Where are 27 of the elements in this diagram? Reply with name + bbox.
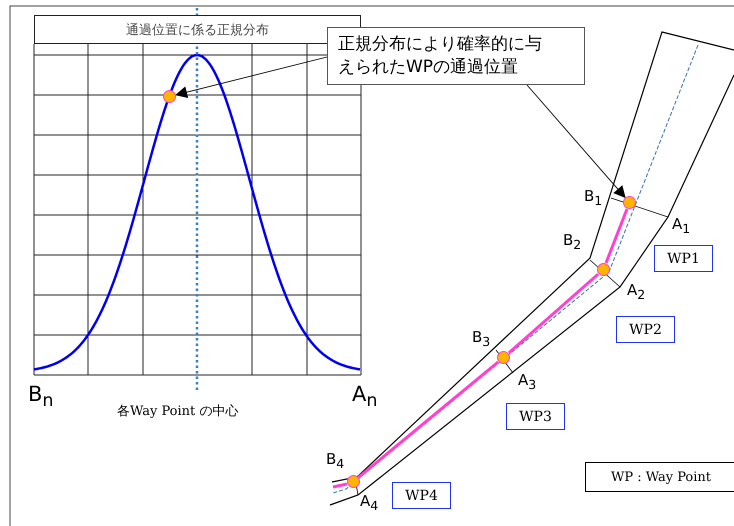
- path-segment: [508, 272, 600, 354]
- edge-point-label: B$_{n}$: [28, 384, 54, 411]
- point-label: B$_{4}$: [326, 452, 344, 470]
- edge-point-label: A$_{n}$: [352, 384, 378, 411]
- path-segment: [604, 208, 628, 264]
- waypoint-dot: [597, 263, 610, 276]
- waypoint-label-box: WP3: [506, 403, 565, 430]
- waypoint-label-box: WP2: [616, 316, 675, 343]
- path-segment: [358, 360, 500, 478]
- point-label: B$_{2}$: [563, 233, 582, 252]
- point-label: A$_{4}$: [360, 494, 378, 512]
- waypoint-dot: [497, 351, 510, 364]
- point-label: A$_{3}$: [518, 373, 536, 392]
- point-label: B$_{1}$: [584, 189, 602, 208]
- point-label: A$_{2}$: [627, 283, 646, 302]
- leader-arrow: [526, 84, 626, 198]
- callout-box: 正規分布により確率的に与えられたWPの通過位置: [327, 27, 585, 85]
- waypoint-label-box: WP1: [654, 245, 713, 272]
- axis-caption: 各Way Point の中心: [117, 405, 238, 418]
- waypoint-dot: [347, 475, 360, 488]
- waypoint-label-box: WP4: [392, 482, 451, 509]
- leader-arrow: [175, 56, 328, 98]
- waypoint-dot: [623, 196, 636, 209]
- curve-dot: [163, 90, 176, 103]
- point-label: A$_{1}$: [672, 217, 690, 236]
- point-label: B$_{3}$: [472, 330, 490, 348]
- abbreviation-box: WP : Way Point: [585, 462, 734, 492]
